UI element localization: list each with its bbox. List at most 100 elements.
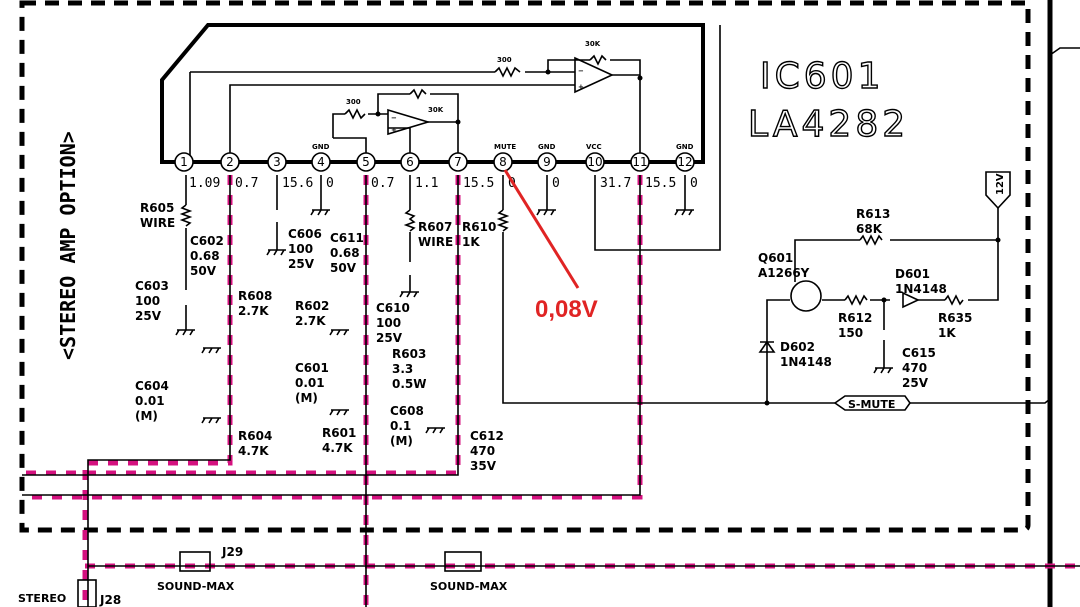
component-label-line: 35V <box>470 459 497 473</box>
component-label-line: R612 <box>838 311 872 325</box>
opamp-upper-rin: 300 <box>497 56 512 64</box>
ground-icon <box>201 347 221 354</box>
component-label-line: 25V <box>376 331 403 345</box>
ic-pin-5: 50.7 <box>356 152 394 191</box>
component-label-line: D602 <box>780 340 815 354</box>
component-label-line: 50V <box>330 261 357 275</box>
component-label-line: C606 <box>288 227 322 241</box>
ground-icon <box>873 367 893 374</box>
connector-sound-max-2-label: SOUND-MAX <box>430 580 508 593</box>
component-label-line: R601 <box>322 426 356 440</box>
ground-icon <box>674 209 694 216</box>
s-mute-label: S-MUTE <box>848 398 895 411</box>
component-label-line: C610 <box>376 301 410 315</box>
pin-number: 2 <box>226 155 234 169</box>
connector-j29-label: J29 <box>221 545 243 559</box>
component-label-line: C612 <box>470 429 504 443</box>
component-label-line: 4.7K <box>238 444 269 458</box>
component-label-line: Q601 <box>758 251 793 265</box>
component-label-line: 25V <box>288 257 315 271</box>
ic-pin-10: 10 VCC 31.7 <box>585 143 631 191</box>
svg-text:+: + <box>391 126 397 134</box>
opamp-lower-rin: 300 <box>346 98 361 106</box>
component-label-line: 25V <box>135 309 162 323</box>
ic-pin-1: 11.09 <box>174 152 220 191</box>
supply-12v-flag <box>985 171 1011 210</box>
component-label-line: 0.68 <box>330 246 360 260</box>
component-label-line: 1K <box>938 326 956 340</box>
ground-icon <box>329 409 349 416</box>
ground-icon <box>175 329 195 336</box>
pin-number: 9 <box>543 155 551 169</box>
connector-j29[interactable] <box>179 551 211 572</box>
component-label-line: R607 <box>418 220 452 234</box>
pin-number: 8 <box>499 155 507 169</box>
connector-j28[interactable] <box>77 579 97 607</box>
pin-voltage: 1.09 <box>189 176 220 191</box>
pin-voltage: 15.5 <box>645 176 676 191</box>
component-label-line: (M) <box>135 409 158 423</box>
ic-pin-3: 315.6 <box>267 152 313 191</box>
opamp-lower: −+ 300 30K <box>332 88 461 162</box>
pin-voltage: 0 <box>552 176 560 191</box>
pin-voltage: 1.1 <box>415 176 438 191</box>
ic-pin-2: 20.7 <box>220 152 258 191</box>
ic-pin-6: 61.1 <box>400 152 438 191</box>
component-label-line: 470 <box>902 361 927 375</box>
component-label-line: 1N4148 <box>780 355 832 369</box>
component-label-line: R610 <box>462 220 496 234</box>
ground-icon <box>329 329 349 336</box>
component-label-line: 0.5W <box>392 377 427 391</box>
component-label-line: 3.3 <box>392 362 413 376</box>
pin-voltage: 31.7 <box>600 176 631 191</box>
opamp-upper-rf: 30K <box>585 40 601 48</box>
component-label-line: WIRE <box>418 235 453 249</box>
component-label-line: 4.7K <box>322 441 353 455</box>
connector-sound-max-2[interactable] <box>444 551 482 572</box>
pin-label: GND <box>676 143 694 151</box>
ic-part-number: LA4282 <box>748 104 909 145</box>
component-label-line: R635 <box>938 311 972 325</box>
component-label-line: R605 <box>140 201 174 215</box>
annotation-measurement: 0,08V <box>535 296 598 323</box>
pin-voltage: 15.6 <box>282 176 313 191</box>
component-label-line: C601 <box>295 361 329 375</box>
pin-label: VCC <box>586 143 602 151</box>
pin-voltage: 15.5 <box>463 176 494 191</box>
component-label-line: 1N4148 <box>895 282 947 296</box>
ground-icon <box>201 417 221 424</box>
component-label-line: C602 <box>190 234 224 248</box>
pin-number: 6 <box>406 155 414 169</box>
annotation-arrow <box>503 169 580 289</box>
component-label-line: 100 <box>135 294 160 308</box>
pin-voltage: 0 <box>690 176 698 191</box>
pin-number: 1 <box>180 155 188 169</box>
component-label-line: R604 <box>238 429 272 443</box>
component-label-line: C615 <box>902 346 936 360</box>
pin-number: 7 <box>454 155 462 169</box>
component-label-line: 2.7K <box>238 304 269 318</box>
component-label-line: R608 <box>238 289 272 303</box>
pin-number: 10 <box>587 155 602 169</box>
